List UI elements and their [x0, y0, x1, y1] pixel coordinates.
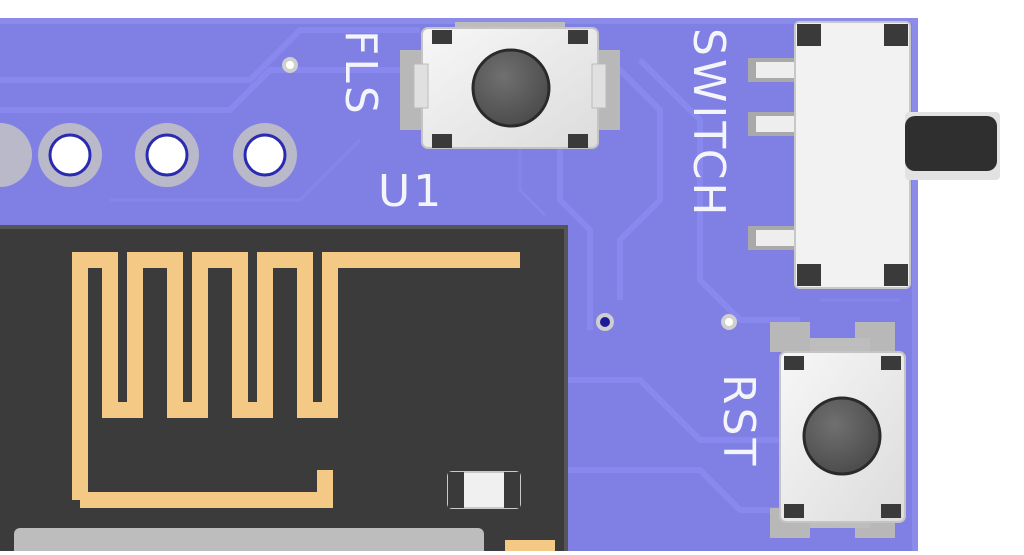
copper-traces-fine	[110, 130, 900, 302]
vias	[282, 57, 737, 331]
silk-label-switch: SWITCH	[683, 28, 734, 219]
silk-label-fls: FLS	[335, 30, 386, 117]
silk-label-rst: RST	[713, 374, 764, 469]
smd-led	[447, 471, 521, 509]
rst-button-cap[interactable]	[802, 396, 882, 476]
fls-button[interactable]	[400, 22, 620, 149]
fls-button-cap[interactable]	[471, 48, 551, 128]
rst-button[interactable]	[770, 322, 906, 538]
slide-switch-icon[interactable]	[748, 21, 1000, 289]
slide-switch-lever[interactable]	[905, 116, 997, 171]
header-holes	[0, 123, 297, 187]
silk-label-u1: U1	[378, 166, 445, 217]
copper-traces	[0, 27, 820, 513]
pcb-antenna-icon	[72, 252, 520, 508]
